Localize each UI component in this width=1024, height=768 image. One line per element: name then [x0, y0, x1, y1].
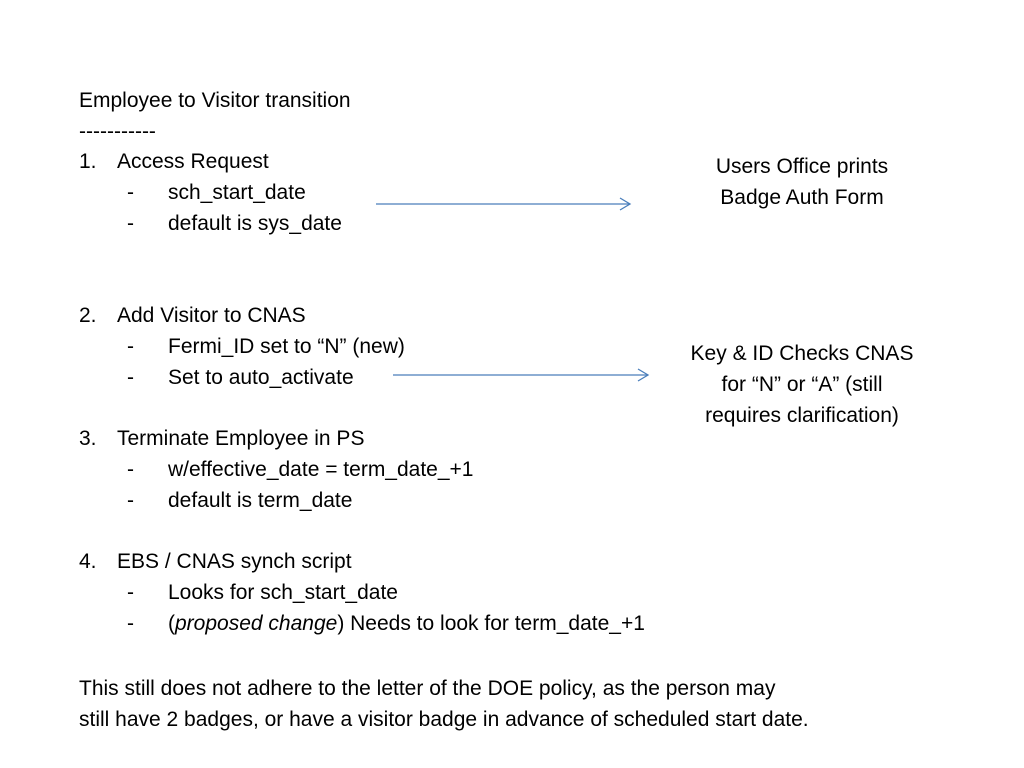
bullet-text-rest: ) Needs to look for term_date_+1	[337, 612, 645, 635]
bullet-text: default is sys_date	[168, 212, 342, 235]
note-line: Badge Auth Form	[720, 186, 884, 209]
footer-line: still have 2 badges, or have a visitor b…	[79, 708, 809, 731]
bullet-dash: -	[127, 366, 134, 389]
arrow-head-icon	[619, 197, 632, 211]
step-number: 1.	[79, 150, 97, 173]
divider: -----------	[79, 120, 156, 143]
open-paren: (	[168, 612, 175, 635]
bullet-dash: -	[127, 212, 134, 235]
step-label: EBS / CNAS synch script	[117, 550, 352, 573]
footer-line: This still does not adhere to the letter…	[79, 677, 776, 700]
proposed-change-italic: proposed change	[175, 612, 338, 635]
step-number: 2.	[79, 304, 97, 327]
bullet-text-proposed: (proposed change) Needs to look for term…	[168, 611, 645, 637]
note-line: Users Office prints	[715, 155, 889, 178]
bullet-dash: -	[127, 458, 134, 481]
bullet-text: Looks for sch_start_date	[168, 581, 398, 604]
step-label: Access Request	[117, 150, 269, 173]
note-line: Key & ID Checks CNAS	[690, 342, 914, 365]
note-line: requires clarification)	[705, 404, 899, 427]
bullet-text: Fermi_ID set to “N” (new)	[168, 335, 405, 358]
step-label: Add Visitor to CNAS	[117, 304, 306, 327]
slide-title: Employee to Visitor transition	[79, 89, 351, 112]
bullet-dash: -	[127, 181, 134, 204]
bullet-dash: -	[127, 489, 134, 512]
note-line: for “N” or “A” (still	[721, 373, 883, 396]
note-users-office: Users Office prints Badge Auth Form	[672, 151, 932, 213]
bullet-text: Set to auto_activate	[168, 366, 354, 389]
step-number: 4.	[79, 550, 97, 573]
step-number: 3.	[79, 427, 97, 450]
bullet-text: w/effective_date = term_date_+1	[168, 458, 474, 481]
note-key-id-checks: Key & ID Checks CNAS for “N” or “A” (sti…	[672, 338, 932, 431]
step-label: Terminate Employee in PS	[117, 427, 365, 450]
bullet-dash: -	[127, 581, 134, 604]
bullet-text: default is term_date	[168, 489, 353, 512]
arrow-head-icon	[637, 368, 650, 382]
bullet-dash: -	[127, 612, 134, 635]
bullet-dash: -	[127, 335, 134, 358]
bullet-text: sch_start_date	[168, 181, 306, 204]
footer-note: This still does not adhere to the letter…	[79, 673, 809, 735]
